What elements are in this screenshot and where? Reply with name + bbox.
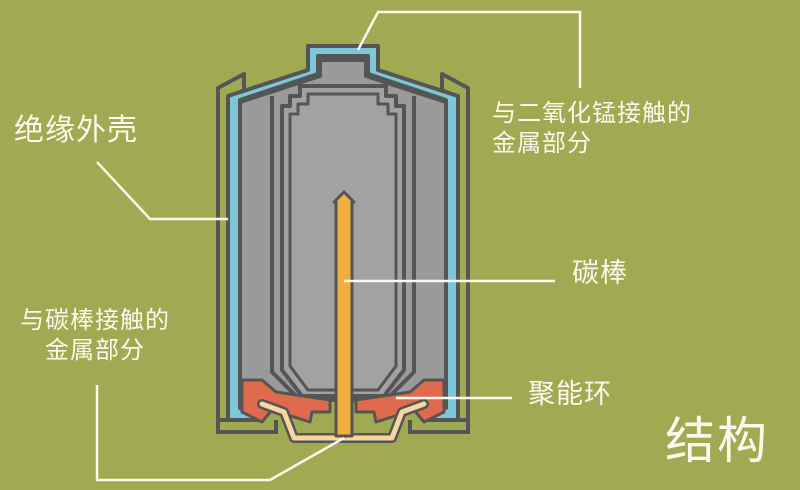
label-sealing-ring: 聚能环	[528, 379, 612, 410]
leader-line-carbon-contact	[95, 385, 345, 482]
leader-lines	[95, 10, 582, 482]
label-carbon-contact-line2: 金属部分	[45, 336, 145, 364]
label-mno2-line2: 金属部分	[492, 129, 592, 157]
label-carbon-contact-line1: 与碳棒接触的	[20, 306, 170, 334]
label-mno2-line1: 与二氧化锰接触的	[492, 99, 692, 127]
leader-line-shell	[96, 161, 228, 221]
sealing-ring	[240, 378, 446, 424]
carbon-rod	[332, 190, 356, 438]
leader-line-mno2	[356, 10, 582, 88]
diagram-title: 结构	[665, 412, 769, 470]
label-carbon-metal-part: 与碳棒接触的 金属部分	[20, 305, 170, 365]
label-insulating-shell: 绝缘外壳	[14, 113, 138, 148]
label-carbon-rod: 碳棒	[572, 258, 628, 289]
label-mno2-metal-part: 与二氧化锰接触的 金属部分	[492, 98, 692, 158]
